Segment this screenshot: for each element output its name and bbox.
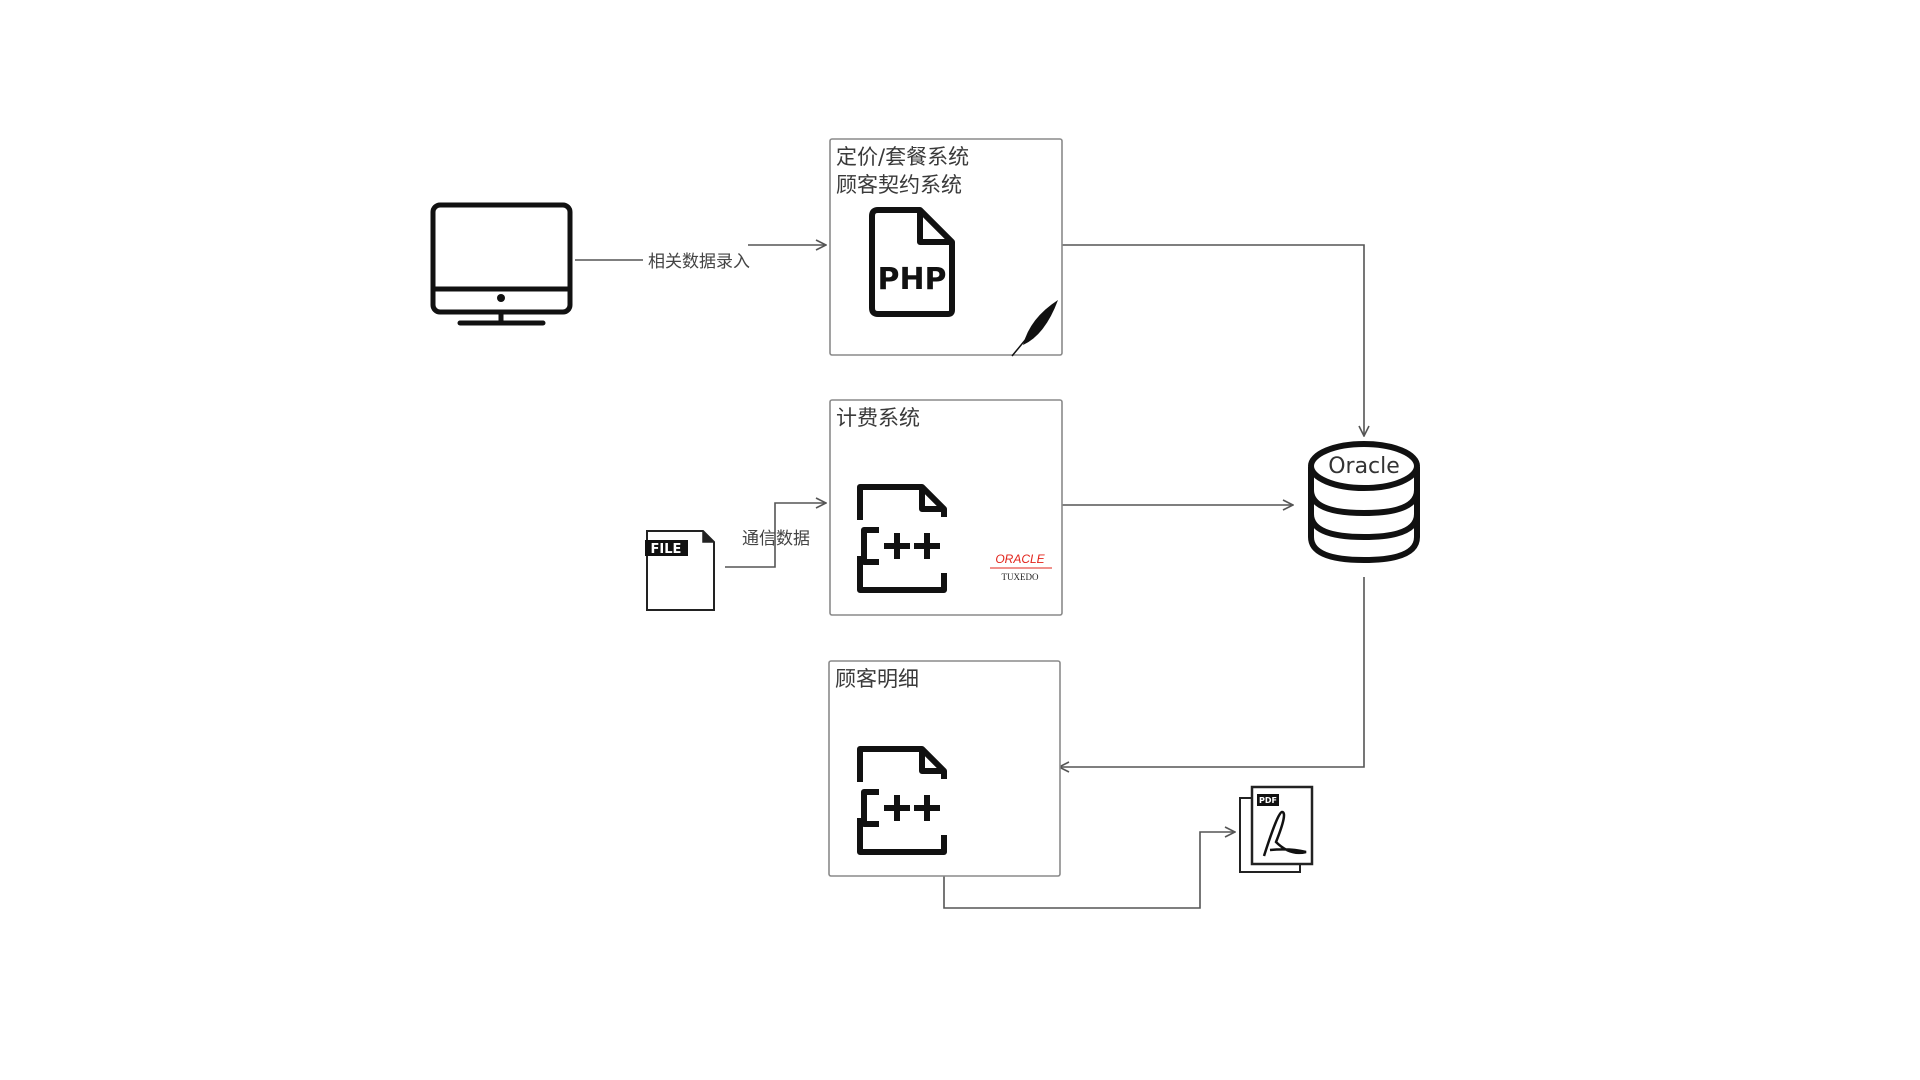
pdf-file-icon: PDF — [1239, 785, 1314, 873]
edge-detail-to-pdf — [943, 832, 1235, 909]
feather-icon — [1011, 300, 1058, 357]
edge-label-data-entry: 相关数据录入 — [648, 252, 750, 272]
edge-label-comm-data: 通信数据 — [742, 529, 810, 549]
php-label: PHP — [877, 262, 946, 297]
pricing-title-line1: 定价/套餐系统 — [836, 145, 969, 169]
pricing-system-node: 定价/套餐系统 顾客契约系统 PHP — [829, 138, 1063, 357]
billing-title: 计费系统 — [836, 406, 920, 430]
oracle-database-node: Oracle — [1308, 441, 1420, 564]
edge-file-to-billing — [725, 503, 826, 568]
oracle-tuxedo-logo: ORACLE TUXEDO — [990, 552, 1052, 582]
billing-system-node: 计费系统 ORACLE TUXEDO — [829, 399, 1063, 616]
pricing-title-line2: 顾客契约系统 — [836, 173, 962, 197]
cpp-file-icon — [857, 746, 947, 855]
pdf-icon-label: PDF — [1259, 796, 1277, 805]
connectors — [575, 244, 1365, 909]
file-icon-label: FILE — [651, 542, 682, 557]
detail-title: 顾客明细 — [835, 667, 919, 691]
file-icon: FILE — [645, 530, 715, 611]
monitor-icon — [430, 202, 573, 326]
database-icon — [1308, 441, 1420, 564]
oracle-logo-text: ORACLE — [995, 552, 1045, 566]
cpp-file-icon — [857, 484, 947, 593]
oracle-db-label: Oracle — [1328, 454, 1400, 479]
edge-pricing-to-oracle — [1060, 244, 1364, 436]
edge-oracle-to-detail — [1059, 577, 1365, 767]
php-file-icon: PHP — [869, 207, 955, 317]
tuxedo-logo-text: TUXEDO — [1002, 572, 1039, 582]
customer-detail-node: 顾客明细 — [828, 660, 1061, 877]
